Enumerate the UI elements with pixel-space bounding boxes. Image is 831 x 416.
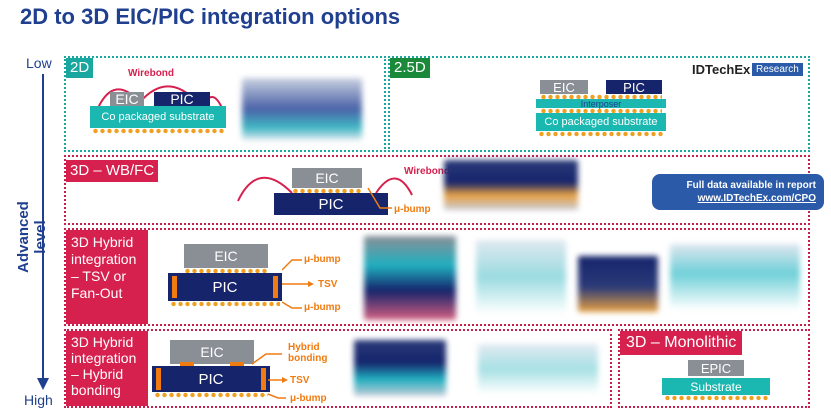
- idtechex-research-badge: Research: [752, 63, 803, 76]
- tag-line: – Hybrid: [71, 366, 124, 382]
- pic-chip-2-5d: PIC: [606, 80, 662, 95]
- full-data-notice[interactable]: Full data available in report www.IDTech…: [652, 174, 824, 210]
- eic-chip-3d-hb: EIC: [170, 340, 254, 364]
- ubump-bottom-label-3d-tsv: μ-bump: [304, 302, 341, 313]
- section-3d-hb-tag: 3D Hybrid integration – Hybrid bonding: [66, 331, 148, 406]
- tsv-label-3d-tsv: TSV: [318, 279, 338, 290]
- blurred-image-tsv-3: [578, 256, 658, 312]
- tag-line: 3D Hybrid: [71, 234, 134, 250]
- tsv-via: [261, 368, 266, 390]
- blurred-image-3d-wb: [444, 160, 578, 210]
- ubump-pointer-3d-wb: [367, 187, 392, 209]
- tag-line: Fan-Out: [71, 285, 123, 301]
- wirebond-loops-3d: [237, 176, 413, 202]
- section-2-5d-tag: 2.5D: [390, 58, 430, 78]
- advanced-level-arrow: [37, 74, 49, 390]
- interposer-2-5d: Interposer: [536, 99, 666, 109]
- eic-chip-2-5d: EIC: [540, 80, 588, 95]
- pic-chip-2d: PIC: [154, 91, 210, 107]
- micro-bumps-3d-wb: [292, 188, 362, 193]
- section-3d-monolithic: [618, 329, 810, 408]
- blurred-image-tsv-2: [476, 240, 566, 314]
- ubump-top-label-3d-tsv: μ-bump: [304, 254, 341, 265]
- section-3d-wb-fc-tag: 3D – WB/FC: [66, 160, 159, 182]
- tag-line: bonding: [71, 382, 121, 398]
- tag-line: – TSV or: [71, 268, 126, 284]
- section-2-5d: [388, 56, 810, 152]
- tag-line: integration: [71, 251, 137, 267]
- axis-low-label: Low: [26, 55, 52, 71]
- wirebond-label-2d: Wirebond: [128, 68, 175, 79]
- label-line: bonding: [288, 353, 328, 364]
- section-3d-monolithic-tag: 3D – Monolithic: [620, 331, 743, 355]
- idtechex-logo: IDTechEx: [692, 62, 751, 77]
- substrate-2-5d: Co packaged substrate: [536, 113, 666, 131]
- notice-line-2[interactable]: www.IDTechEx.com/CPO: [697, 193, 816, 204]
- wirebond-label-3d: Wirebond: [404, 166, 451, 177]
- notice-line-1: Full data available in report: [686, 180, 816, 191]
- eic-chip-3d-wb: EIC: [292, 168, 362, 188]
- hybrid-bonding-pointers: [252, 353, 288, 399]
- substrate-2d: Co packaged substrate: [90, 106, 226, 128]
- tsv-via: [172, 276, 177, 298]
- ubump-label-3d-wb: μ-bump: [394, 204, 431, 215]
- hybrid-bonding-label: Hybrid bonding: [288, 342, 327, 364]
- section-2d: [64, 56, 386, 152]
- section-2d-tag: 2D: [66, 58, 94, 78]
- micro-bumps-2-5d: [540, 94, 662, 99]
- section-3d-hybrid-bonding: [64, 329, 612, 408]
- blurred-image-tsv-4: [670, 244, 800, 310]
- tsv-via: [156, 368, 161, 390]
- solder-bumps-2-5d: [538, 131, 664, 137]
- solder-bumps-monolithic: [664, 395, 768, 401]
- tag-line: integration: [71, 350, 137, 366]
- pic-chip-3d-wb: PIC: [274, 193, 388, 215]
- solder-bumps-2d: [92, 128, 224, 134]
- pic-chip-3d-tsv: PIC: [168, 273, 282, 301]
- substrate-monolithic: Substrate: [662, 378, 770, 395]
- ubump-label-3d-hb: μ-bump: [290, 393, 327, 404]
- bottom-bumps-3d-tsv: [170, 301, 280, 307]
- hybrid-bond-pad: [180, 362, 194, 366]
- blurred-image-hb-2: [478, 344, 598, 394]
- tag-line: 3D Hybrid: [71, 334, 134, 350]
- epic-chip: EPIC: [688, 360, 744, 376]
- section-3d-tsv-tag: 3D Hybrid integration – TSV or Fan-Out: [66, 230, 148, 324]
- eic-chip-2d: EIC: [110, 91, 144, 107]
- page-title: 2D to 3D EIC/PIC integration options: [20, 4, 401, 29]
- hybrid-bond-pad: [230, 362, 244, 366]
- tsv-via: [273, 276, 278, 298]
- micro-bumps-3d-tsv: [184, 268, 268, 273]
- interposer-bumps-2-5d: [540, 108, 662, 113]
- blurred-image-tsv-1: [364, 236, 456, 320]
- tsv-label-3d-hb: TSV: [290, 375, 310, 386]
- bottom-bumps-3d-hb: [154, 392, 268, 398]
- blurred-image-2d: [242, 78, 362, 140]
- section-3d-tsv-fanout: [64, 228, 810, 326]
- label-line: Hybrid: [288, 342, 320, 353]
- eic-chip-3d-tsv: EIC: [184, 244, 268, 268]
- axis-high-label: High: [24, 392, 53, 408]
- pic-chip-3d-hb: PIC: [152, 366, 270, 392]
- tsv-pointers: [282, 259, 314, 309]
- blurred-image-hb-1: [354, 340, 446, 396]
